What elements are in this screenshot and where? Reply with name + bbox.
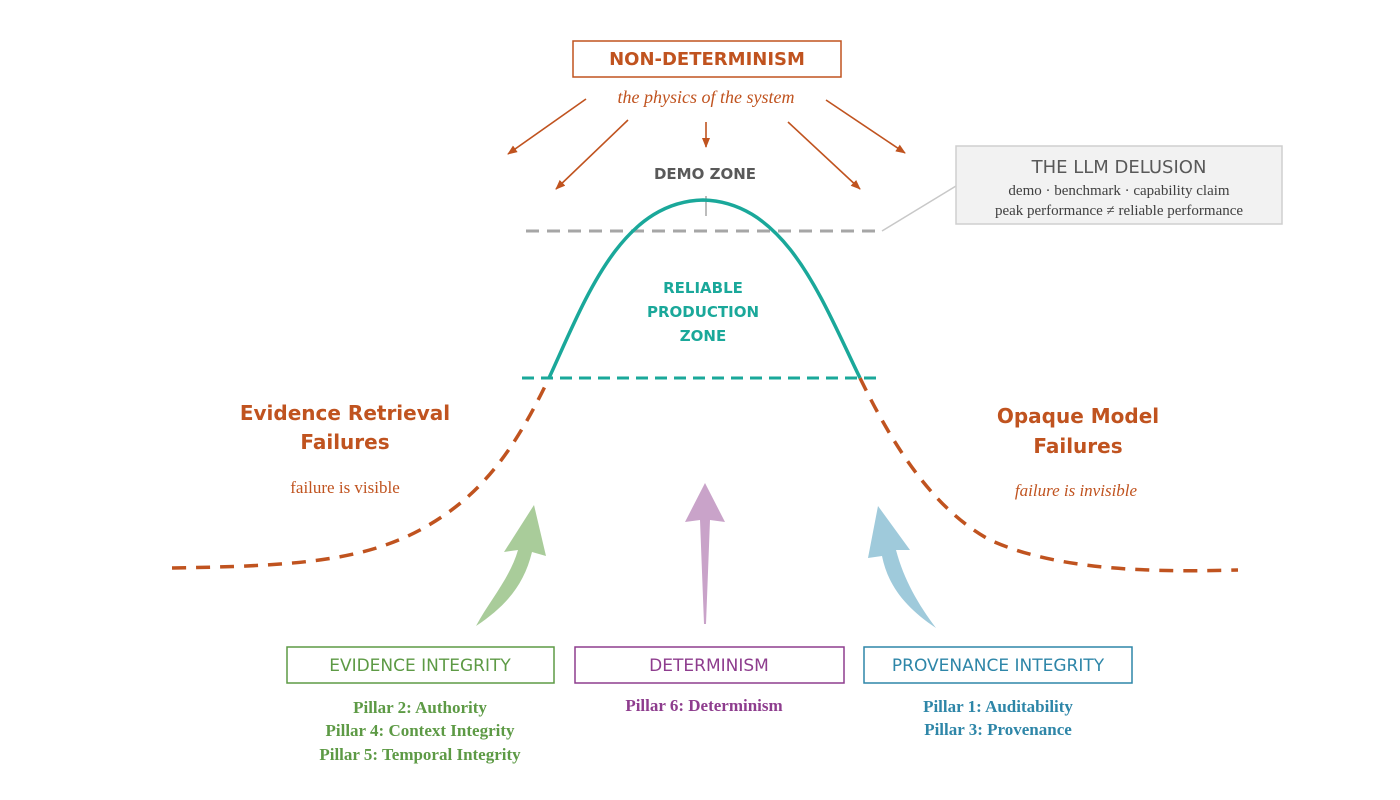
right-failure-note: failure is invisible — [1015, 481, 1138, 500]
evidence-integrity-box — [286, 646, 555, 684]
evidence-pillar-item: Pillar 4: Context Integrity — [325, 721, 515, 740]
right-failure-title-line2: Failures — [1033, 434, 1122, 458]
left-failure-title-line2: Failures — [300, 430, 389, 454]
provenance-integrity-box — [863, 646, 1133, 684]
evidence-curved-arrow-icon — [476, 505, 546, 626]
arrow-left — [555, 119, 629, 190]
radiating-arrows — [507, 98, 906, 190]
production-zone-line2: PRODUCTION — [647, 303, 759, 321]
demo-zone-label: DEMO ZONE — [654, 165, 756, 183]
left-failure-note: failure is visible — [290, 478, 400, 497]
evidence-pillar-item: Pillar 5: Temporal Integrity — [319, 745, 521, 764]
arrow-far-left — [507, 98, 587, 155]
right-tail-curve — [858, 377, 1239, 573]
evidence-integrity-title: EVIDENCE INTEGRITY — [329, 656, 511, 676]
production-zone-line1: RELIABLE — [663, 279, 743, 297]
delusion-connector — [881, 185, 957, 232]
determinism-title: DETERMINISM — [649, 656, 769, 676]
arrow-far-right — [825, 99, 906, 154]
provenance-curved-arrow-icon — [868, 506, 936, 628]
right-failure-title-line1: Opaque Model — [997, 404, 1159, 428]
non-determinism-title: NON-DETERMINISM — [609, 49, 805, 70]
arrow-right — [787, 121, 861, 190]
provenance-pillar-item: Pillar 3: Provenance — [924, 720, 1072, 739]
provenance-pillar-item: Pillar 1: Auditability — [923, 697, 1073, 716]
llm-delusion-line2: peak performance ≠ reliable performance — [995, 203, 1243, 219]
llm-delusion-line1: demo · benchmark · capability claim — [1008, 183, 1229, 199]
production-zone-line3: ZONE — [680, 327, 726, 345]
bell-curve-peak — [547, 198, 862, 379]
left-failure-title-line1: Evidence Retrieval — [240, 401, 450, 425]
evidence-pillar-item: Pillar 2: Authority — [353, 698, 487, 717]
non-determinism-subtitle: the physics of the system — [618, 87, 795, 107]
determinism-pillar-item: Pillar 6: Determinism — [625, 696, 782, 715]
provenance-integrity-title: PROVENANCE INTEGRITY — [892, 656, 1105, 676]
llm-delusion-box — [955, 145, 1283, 225]
determinism-up-arrow-icon — [685, 483, 725, 624]
left-tail-curve — [171, 377, 551, 570]
non-determinism-box — [572, 40, 842, 78]
determinism-box — [574, 646, 845, 684]
llm-delusion-title: THE LLM DELUSION — [1031, 157, 1207, 178]
